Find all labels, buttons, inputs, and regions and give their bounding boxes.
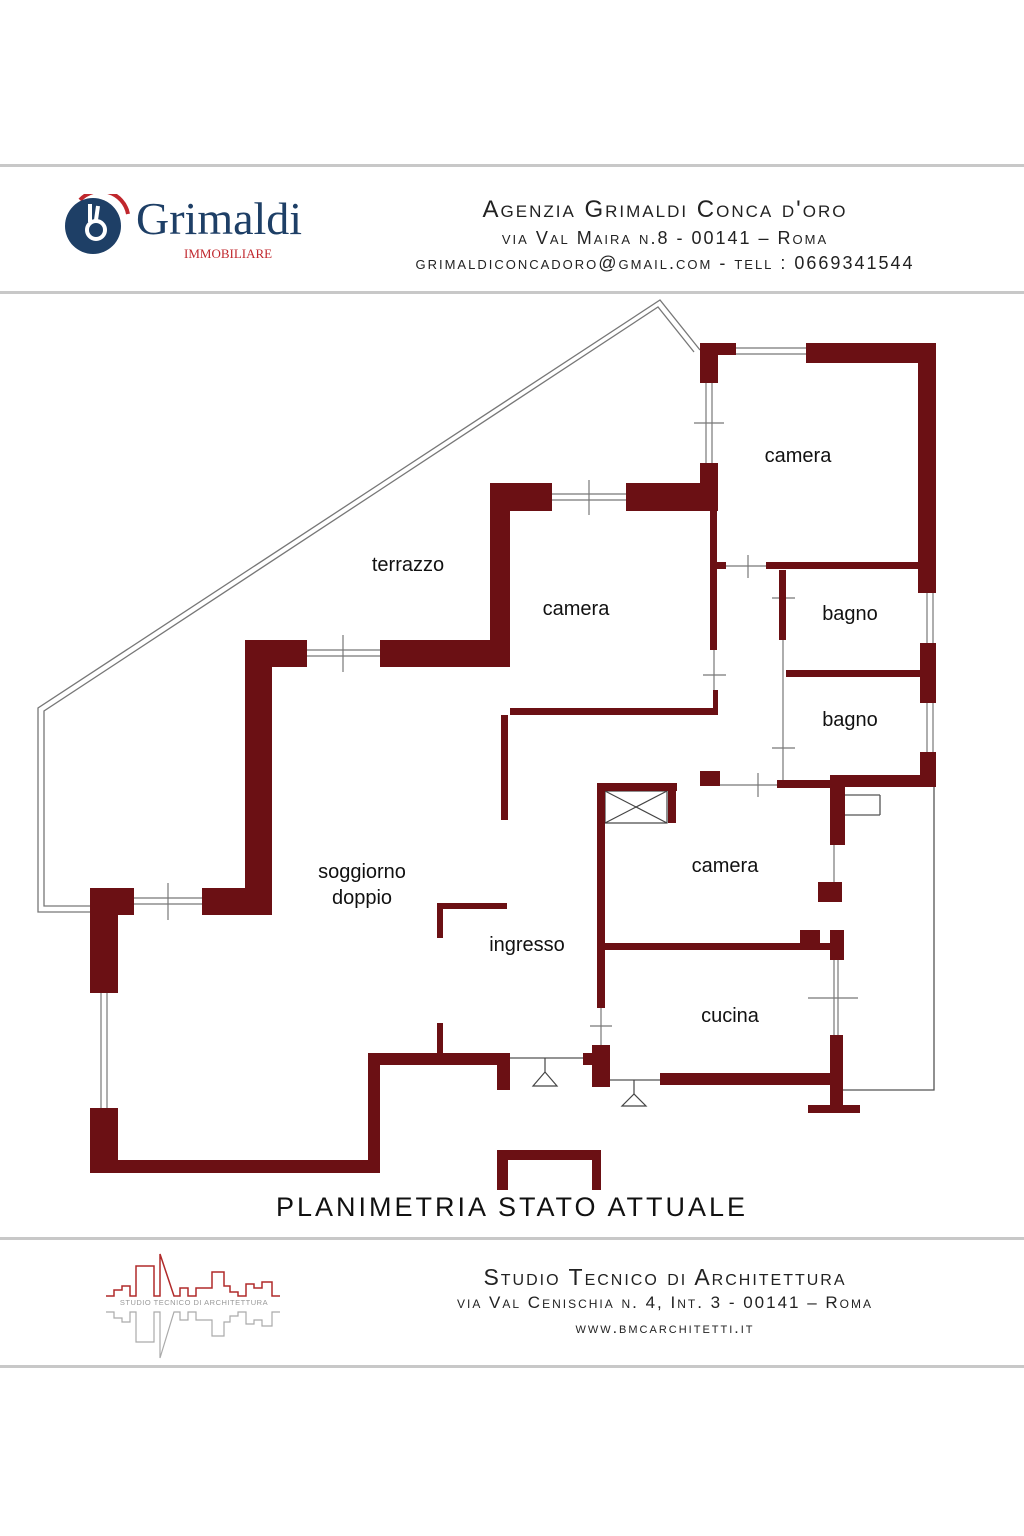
room-label-soggiorno: soggiorno doppio <box>302 859 422 911</box>
room-label-camera-middle: camera <box>542 598 610 620</box>
grimaldi-hand-icon <box>65 194 130 254</box>
agency-contact: grimaldiconcadoro@gmail.com - tell : 066… <box>415 253 915 273</box>
bmc-skyline-icon <box>106 1253 280 1359</box>
room-label-terrazzo: terrazzo <box>371 554 445 576</box>
agency-address: via Val Maira n.8 - 00141 – Roma <box>501 228 829 248</box>
agency-name: Agenzia Grimaldi Conca d'oro <box>482 196 848 223</box>
studio-website: www.bmcarchitetti.it <box>575 1320 755 1337</box>
room-label-ingresso: ingresso <box>489 934 565 956</box>
windows <box>100 347 934 1108</box>
footer-bottom-divider <box>0 1365 1024 1368</box>
grimaldi-logo-sub: IMMOBILIARE <box>184 246 273 261</box>
room-label-camera-top-right: camera <box>764 445 832 467</box>
room-label-bagno-2: bagno <box>822 709 878 731</box>
bmc-logo: STUDIO TECNICO DI ARCHITETTURA <box>104 1252 284 1362</box>
footer-top-divider <box>0 1237 1024 1240</box>
header-bottom-divider <box>0 291 1024 294</box>
plan-title: PLANIMETRIA STATO ATTUALE <box>275 1192 749 1222</box>
bmc-logo-sub: STUDIO TECNICO DI ARCHITETTURA <box>119 1298 269 1307</box>
studio-name: Studio Tecnico di Architettura <box>483 1264 847 1290</box>
room-label-camera-lower: camera <box>691 855 759 877</box>
terrace-outline <box>37 299 701 913</box>
studio-address: via Val Cenischia n. 4, Int. 3 - 00141 –… <box>456 1293 873 1312</box>
room-label-soggiorno-line2: doppio <box>331 887 393 909</box>
room-label-cucina: cucina <box>701 1005 759 1027</box>
grimaldi-logo: Grimaldi IMMOBILIARE <box>60 194 340 264</box>
header-top-divider <box>0 164 1024 167</box>
outer-thin-lines <box>510 787 935 1091</box>
grimaldi-logo-name: Grimaldi <box>136 193 303 244</box>
room-label-soggiorno-line1: soggiorno <box>318 861 406 883</box>
room-label-bagno-1: bagno <box>822 603 878 625</box>
walls <box>90 343 936 1190</box>
